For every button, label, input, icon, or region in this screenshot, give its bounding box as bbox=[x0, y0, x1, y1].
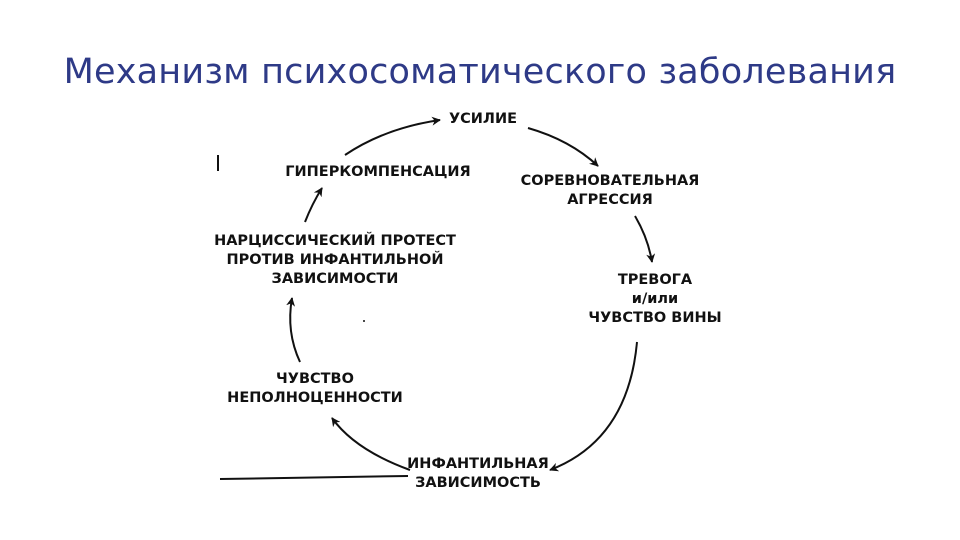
arrow-effort-to-aggression bbox=[527, 127, 599, 167]
arrow-dependence-to-inferiority bbox=[331, 417, 411, 471]
node-dependence-line-2: ЗАВИСИМОСТЬ bbox=[415, 475, 541, 491]
scan-mark-bottom bbox=[219, 475, 409, 480]
node-protest-line-3: ЗАВИСИМОСТИ bbox=[271, 271, 399, 287]
arrow-anxiety-to-dependence bbox=[549, 341, 638, 472]
node-effort: УСИЛИЕ bbox=[449, 110, 517, 129]
node-inferiority-line-2: НЕПОЛНОЦЕННОСТИ bbox=[227, 390, 403, 406]
node-anxiety-line-1: ТРЕВОГА bbox=[617, 272, 693, 288]
node-protest-line-1: НАРЦИССИЧЕСКИЙ ПРОТЕСТ bbox=[214, 233, 456, 249]
page-title: Механизм психосоматического заболевания bbox=[63, 52, 897, 92]
node-effort-line: УСИЛИЕ bbox=[448, 111, 518, 127]
node-aggression-line-2: АГРЕССИЯ bbox=[567, 192, 653, 208]
node-inferiority-line-1: ЧУВСТВО bbox=[276, 371, 354, 387]
node-anxiety-line-2: и/или bbox=[631, 291, 679, 307]
arrow-aggression-to-anxiety bbox=[634, 215, 656, 263]
node-anxiety: ТРЕВОГА и/или ЧУВСТВО ВИНЫ bbox=[588, 271, 721, 328]
scan-dot bbox=[363, 320, 365, 322]
node-protest-line-2: ПРОТИВ ИНФАНТИЛЬНОЙ bbox=[226, 252, 444, 268]
node-aggression: СОРЕВНОВАТЕЛЬНАЯ АГРЕССИЯ bbox=[521, 172, 700, 210]
arrow-inferiority-to-protest bbox=[286, 297, 301, 363]
arrow-overcomp-to-effort bbox=[344, 116, 441, 156]
arrow-protest-to-overcomp bbox=[304, 187, 323, 223]
node-anxiety-line-3: ЧУВСТВО ВИНЫ bbox=[588, 310, 722, 326]
node-overcomp: ГИПЕРКОМПЕНСАЦИЯ bbox=[285, 163, 470, 182]
node-protest: НАРЦИССИЧЕСКИЙ ПРОТЕСТ ПРОТИВ ИНФАНТИЛЬН… bbox=[214, 232, 456, 289]
node-aggression-line-1: СОРЕВНОВАТЕЛЬНАЯ bbox=[520, 173, 700, 189]
node-overcomp-line: ГИПЕРКОМПЕНСАЦИЯ bbox=[285, 164, 471, 180]
node-dependence-line-1: ИНФАНТИЛЬНАЯ bbox=[407, 456, 549, 472]
node-inferiority: ЧУВСТВО НЕПОЛНОЦЕННОСТИ bbox=[227, 370, 403, 408]
node-dependence: ИНФАНТИЛЬНАЯ ЗАВИСИМОСТЬ bbox=[407, 455, 549, 493]
